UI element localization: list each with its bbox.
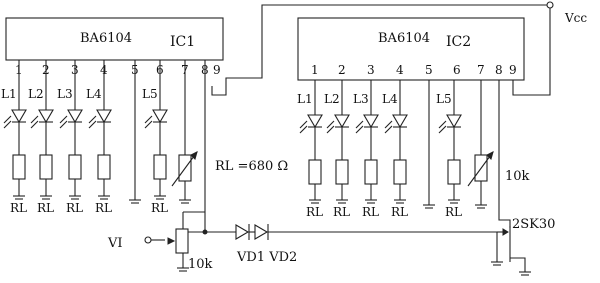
pin-number: 9 xyxy=(509,63,517,77)
pin-number: 7 xyxy=(477,63,485,77)
pin-number: 5 xyxy=(425,63,433,77)
led-icon xyxy=(363,114,379,129)
led-ray xyxy=(59,115,68,124)
resistor-label: RL xyxy=(95,201,112,215)
led-ray xyxy=(88,115,97,124)
led-label: L3 xyxy=(57,87,73,101)
diodes-vd1-vd2 xyxy=(205,224,497,240)
led-label: L4 xyxy=(382,92,398,106)
pin-number: 4 xyxy=(396,63,404,77)
led-ray xyxy=(438,120,447,129)
pin-number: 2 xyxy=(338,63,346,77)
led-icon xyxy=(307,114,323,129)
fet-2sk30 xyxy=(491,80,531,276)
led-icon xyxy=(334,114,350,129)
resistor-label: RL xyxy=(37,201,54,215)
ic2: BA6104 IC2 xyxy=(297,17,525,81)
resistor-label: RL xyxy=(362,205,379,219)
pin-number: 6 xyxy=(453,63,461,77)
resistor xyxy=(335,159,349,185)
resistor xyxy=(153,154,167,180)
led-ray xyxy=(3,120,12,129)
led-label: L2 xyxy=(28,87,44,101)
led-label: L4 xyxy=(86,87,102,101)
led-ray xyxy=(384,125,393,134)
ic2-pin5-ground xyxy=(423,80,435,209)
resistor xyxy=(12,154,26,180)
pot-right-label: 10k xyxy=(505,169,530,184)
led-ray xyxy=(30,120,39,129)
led-ray xyxy=(438,125,447,134)
led-ray xyxy=(144,120,153,129)
resistor xyxy=(393,159,407,185)
ic1-adjustable-resistor xyxy=(171,60,198,204)
input-potentiometer xyxy=(144,211,205,272)
vcc-rail xyxy=(211,1,554,96)
led-icon xyxy=(67,109,83,124)
ic1-input-wire xyxy=(178,60,208,235)
resistor xyxy=(364,159,378,185)
ic2-part: BA6104 xyxy=(378,31,430,46)
led-ray xyxy=(3,115,12,124)
resistor xyxy=(308,159,322,185)
led-label: L5 xyxy=(142,87,158,101)
led-icon xyxy=(38,109,54,124)
diodes-label: VD1 VD2 xyxy=(236,250,297,265)
led-label: L1 xyxy=(297,92,313,106)
rl-note: RL =680 Ω xyxy=(215,159,288,174)
led-ray xyxy=(299,125,308,134)
resistor-label: RL xyxy=(445,205,462,219)
ic2-adjustable-resistor xyxy=(467,80,494,209)
led-label: L1 xyxy=(1,87,17,101)
led-ray xyxy=(30,115,39,124)
ic1-pin5-ground xyxy=(129,60,141,204)
led-icon xyxy=(152,109,168,124)
led-ray xyxy=(355,125,364,134)
pin-number: 3 xyxy=(367,63,375,77)
fet-label: 2SK30 xyxy=(512,217,555,232)
led-icon xyxy=(392,114,408,129)
led-ray xyxy=(59,120,68,129)
led-ray xyxy=(326,120,335,129)
resistor xyxy=(447,159,461,185)
led-label: L2 xyxy=(324,92,340,106)
vi-label: VI xyxy=(107,236,123,251)
resistor-label: RL xyxy=(306,205,323,219)
led-label: L3 xyxy=(353,92,369,106)
led-icon xyxy=(96,109,112,124)
led-label: L5 xyxy=(436,92,452,106)
resistor-label: RL xyxy=(333,205,350,219)
resistor-label: RL xyxy=(66,201,83,215)
ic2-designator: IC2 xyxy=(446,34,471,50)
led-ray xyxy=(355,120,364,129)
led-ray xyxy=(88,120,97,129)
ic1-part: BA6104 xyxy=(80,31,132,46)
resistor-label: RL xyxy=(151,201,168,215)
pin-number: 9 xyxy=(213,63,221,77)
pin-number: 8 xyxy=(495,63,503,77)
vcc-label: Vcc xyxy=(564,11,587,25)
led-ray xyxy=(326,125,335,134)
led-ray xyxy=(384,120,393,129)
pot-left-label: 10k xyxy=(188,257,213,272)
pin-number: 1 xyxy=(311,63,319,77)
resistor-label: RL xyxy=(10,201,27,215)
resistor xyxy=(68,154,82,180)
led-icon xyxy=(11,109,27,124)
resistor-label: RL xyxy=(391,205,408,219)
ic1: BA6104 IC1 xyxy=(5,17,224,61)
led-icon xyxy=(446,114,462,129)
ic1-designator: IC1 xyxy=(170,34,195,50)
resistor xyxy=(97,154,111,180)
led-ray xyxy=(299,120,308,129)
led-ray xyxy=(144,115,153,124)
resistor xyxy=(39,154,53,180)
